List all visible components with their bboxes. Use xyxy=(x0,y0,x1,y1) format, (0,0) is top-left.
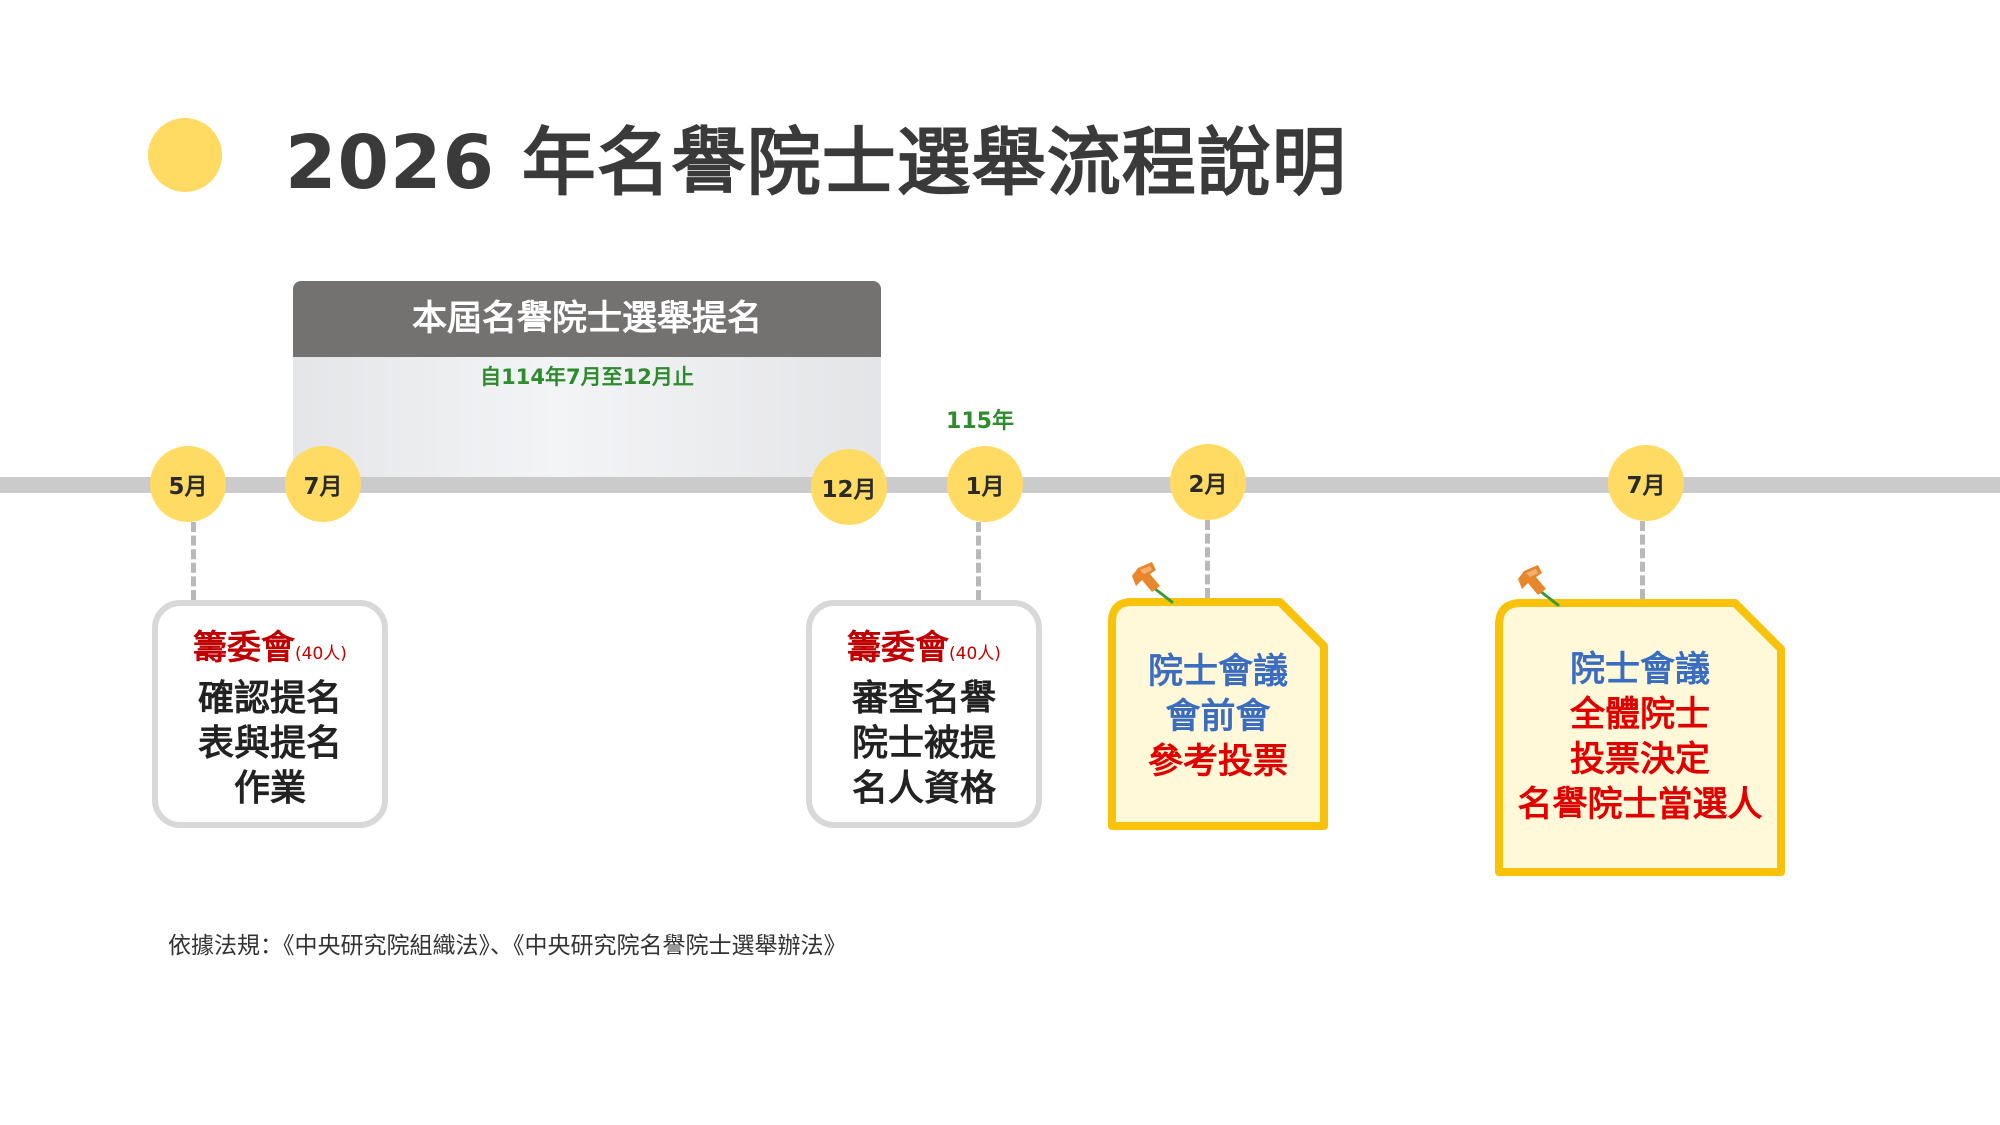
note-line: 投票決定 xyxy=(1569,740,1710,780)
card-line: 作業 xyxy=(233,768,306,809)
folded-note-shape xyxy=(1495,599,1785,876)
note-line: 院士會議 xyxy=(1569,650,1710,690)
connector-july-2 xyxy=(1640,521,1645,599)
title-bullet-dot xyxy=(148,118,222,192)
meeting-card-final-vote: 院士會議 全體院士 投票決定 名譽院士當選人 xyxy=(1495,599,1785,876)
timeline-node-february: 2月 xyxy=(1170,444,1246,520)
committee-name: 籌委會 xyxy=(847,628,950,668)
committee-card-review-nominees: 籌委會(40人) 審查名譽 院士被提 名人資格 xyxy=(806,600,1042,828)
meeting-card-preliminary-vote: 院士會議 會前會 參考投票 xyxy=(1108,598,1328,830)
committee-name: 籌委會 xyxy=(193,628,296,668)
legal-basis-footnote: 依據法規：《中央研究院組織法》、《中央研究院名譽院士選舉辦法》 xyxy=(168,933,847,959)
note-line: 全體院士 xyxy=(1569,695,1710,735)
page-title: 2026 年名譽院士選舉流程說明 xyxy=(285,120,1347,206)
connector-january xyxy=(976,522,981,600)
note-line: 名譽院士當選人 xyxy=(1517,785,1763,825)
connector-february xyxy=(1205,520,1210,598)
committee-card-confirm-nomination: 籌委會(40人) 確認提名 表與提名 作業 xyxy=(152,600,388,828)
pushpin-icon xyxy=(1132,562,1174,604)
committee-count: (40人) xyxy=(295,644,347,664)
pushpin-icon xyxy=(1518,565,1560,607)
year-label: 115年 xyxy=(946,409,1014,434)
committee-count: (40人) xyxy=(949,644,1001,664)
folded-note-shape xyxy=(1108,598,1328,830)
timeline-node-july: 7月 xyxy=(285,446,361,522)
timeline-node-december: 12月 xyxy=(811,449,887,525)
note-line: 會前會 xyxy=(1165,697,1271,737)
note-line: 院士會議 xyxy=(1147,652,1288,692)
nomination-period-dates: 自114年7月至12月止 xyxy=(480,365,694,389)
timeline-node-may: 5月 xyxy=(150,446,226,522)
card-line: 審查名譽 xyxy=(851,678,996,719)
nomination-period-range xyxy=(293,357,881,477)
timeline-node-july-2: 7月 xyxy=(1608,445,1684,521)
nomination-period-header: 本屆名譽院士選舉提名 xyxy=(293,281,881,357)
card-line: 表與提名 xyxy=(197,723,342,764)
card-line: 確認提名 xyxy=(197,678,342,719)
timeline-node-january: 1月 xyxy=(947,446,1023,522)
note-line: 參考投票 xyxy=(1147,742,1288,782)
card-line: 名人資格 xyxy=(851,768,996,809)
connector-may xyxy=(191,522,196,600)
card-line: 院士被提 xyxy=(851,723,996,764)
